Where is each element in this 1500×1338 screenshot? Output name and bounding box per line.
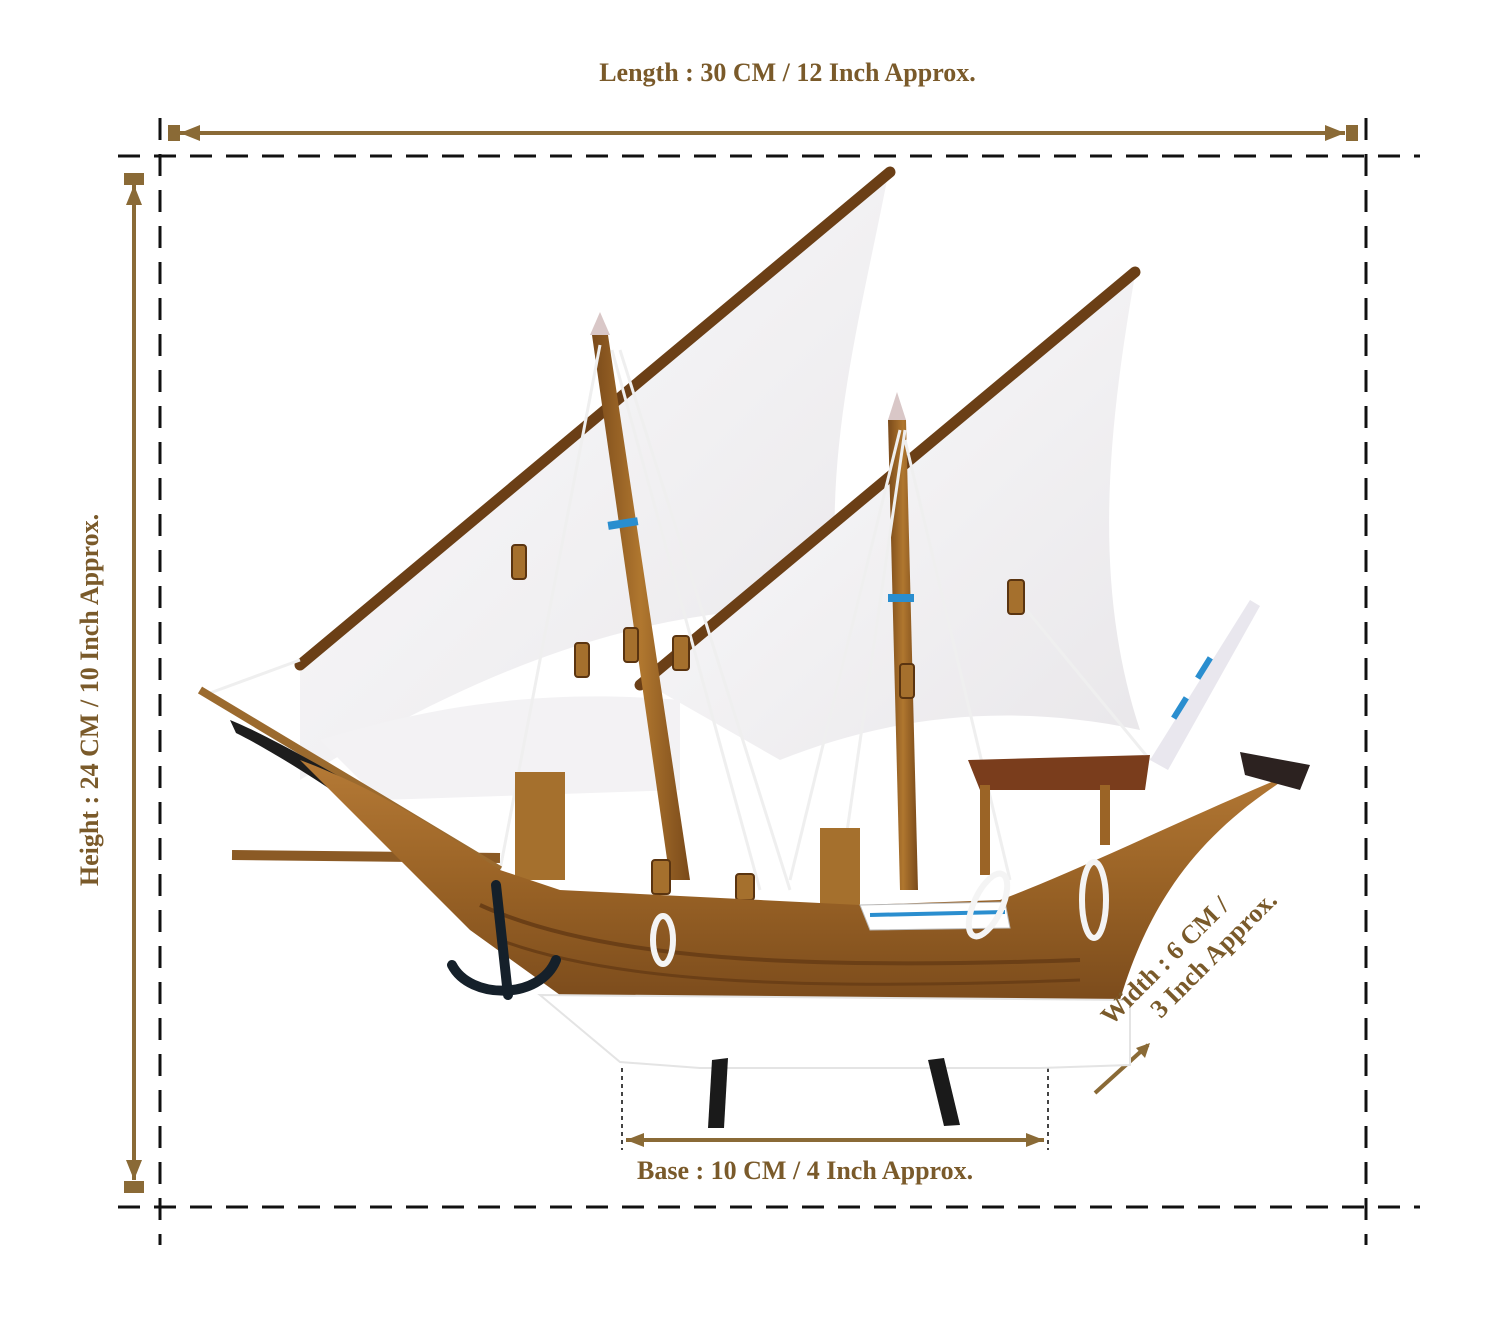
- base-label: Base : 10 CM / 4 Inch Approx.: [637, 1156, 974, 1185]
- length-arrow: [168, 125, 1358, 141]
- width-arrow: [1093, 1043, 1150, 1095]
- dashed-frame: [118, 118, 1420, 1245]
- height-label: Height : 24 CM / 10 Inch Approx.: [75, 513, 104, 887]
- fore-sail: [640, 275, 1140, 760]
- main-sail: [300, 175, 888, 780]
- base-arrow: [621, 1068, 1049, 1150]
- hull-base: [537, 993, 1131, 1069]
- hull: [300, 760, 1300, 1000]
- length-label: Length : 30 CM / 12 Inch Approx.: [599, 58, 976, 87]
- height-arrow: [124, 173, 144, 1193]
- anchor: [447, 880, 561, 1000]
- ship-model: [197, 166, 1310, 1128]
